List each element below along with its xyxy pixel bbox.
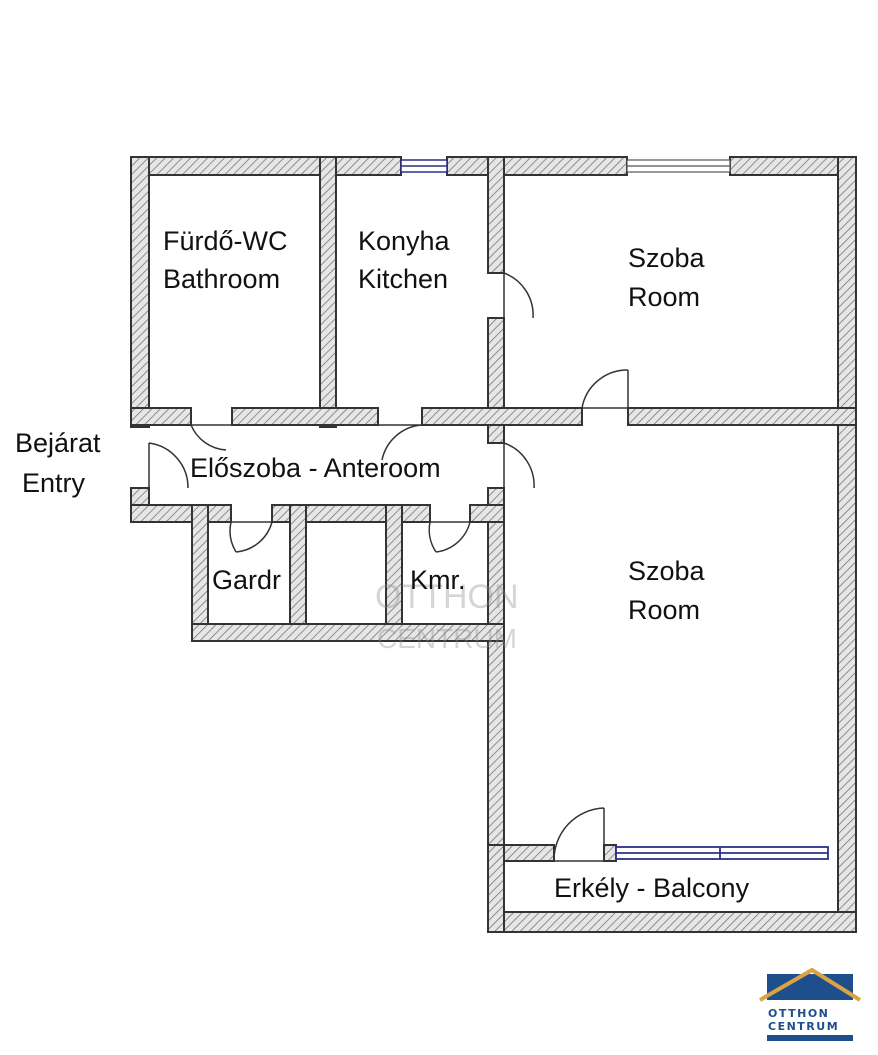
bathroom-label-hu: Fürdő-WC xyxy=(163,226,288,256)
doors xyxy=(148,272,629,862)
wall-closet-div1 xyxy=(289,504,307,641)
logo-line1: OTTHON xyxy=(768,1007,829,1020)
watermark-line1: OTTHON xyxy=(375,578,519,616)
kitchen-label-hu: Konyha xyxy=(358,226,451,256)
door-entry xyxy=(148,442,189,489)
wall-balcony-top-right xyxy=(603,844,617,862)
wall-right xyxy=(837,156,857,933)
wall-balcony-left xyxy=(487,844,505,933)
wall-kitchen-ante xyxy=(421,407,583,426)
wardrobe-label: Gardr xyxy=(212,565,281,595)
kitchen-label-en: Kitchen xyxy=(358,264,448,294)
wall-ante-bottom-c xyxy=(469,504,505,523)
door-room-top xyxy=(581,369,629,409)
otthon-centrum-logo: OTTHON CENTRUM xyxy=(759,967,862,1041)
door-room-bottom xyxy=(503,442,535,489)
entry-label-en: Entry xyxy=(22,468,86,498)
door-pantry xyxy=(428,521,471,553)
watermark: OTTHON CENTRUM xyxy=(375,578,519,654)
door-wardrobe xyxy=(229,521,273,553)
room-top-label-en: Room xyxy=(628,282,700,312)
door-bathroom xyxy=(190,424,232,451)
wall-top-left xyxy=(130,156,402,176)
room-labels: Fürdő-WC Bathroom Konyha Kitchen Szoba R… xyxy=(15,226,750,903)
wall-top-mid xyxy=(446,156,628,176)
wall-room-divider xyxy=(627,407,857,426)
entry-label-hu: Bejárat xyxy=(15,428,101,458)
door-kitchen xyxy=(378,424,423,461)
wall-closet-left xyxy=(191,504,209,641)
walls xyxy=(130,156,857,933)
anteroom-label: Előszoba - Anteroom xyxy=(190,453,441,483)
watermark-line2: CENTRUM xyxy=(377,623,517,654)
wall-kitchen-room-upper xyxy=(487,156,505,274)
wall-bath-kitchen xyxy=(319,156,337,428)
wall-bath-ante-b xyxy=(231,407,379,426)
wall-balcony-outer xyxy=(487,911,857,933)
logo-line2: CENTRUM xyxy=(768,1020,839,1033)
windows xyxy=(400,159,829,860)
wall-top-right xyxy=(729,156,856,176)
wall-ante-bottom-a xyxy=(130,504,232,523)
wall-closet-div2 xyxy=(385,504,403,641)
pantry-label: Kmr. xyxy=(410,565,466,595)
balcony-label: Erkély - Balcony xyxy=(554,873,750,903)
room-bottom-label-hu: Szoba xyxy=(628,556,706,586)
wall-closet-bottom xyxy=(191,623,505,642)
wall-room2-left-a xyxy=(487,424,505,444)
wall-bath-ante-a xyxy=(130,407,192,426)
door-kitchen-room xyxy=(503,272,534,319)
wall-left-upper xyxy=(130,156,150,428)
bathroom-label-en: Bathroom xyxy=(163,264,280,294)
room-bottom-label-en: Room xyxy=(628,595,700,625)
room-top-label-hu: Szoba xyxy=(628,243,706,273)
door-balcony xyxy=(553,807,605,862)
